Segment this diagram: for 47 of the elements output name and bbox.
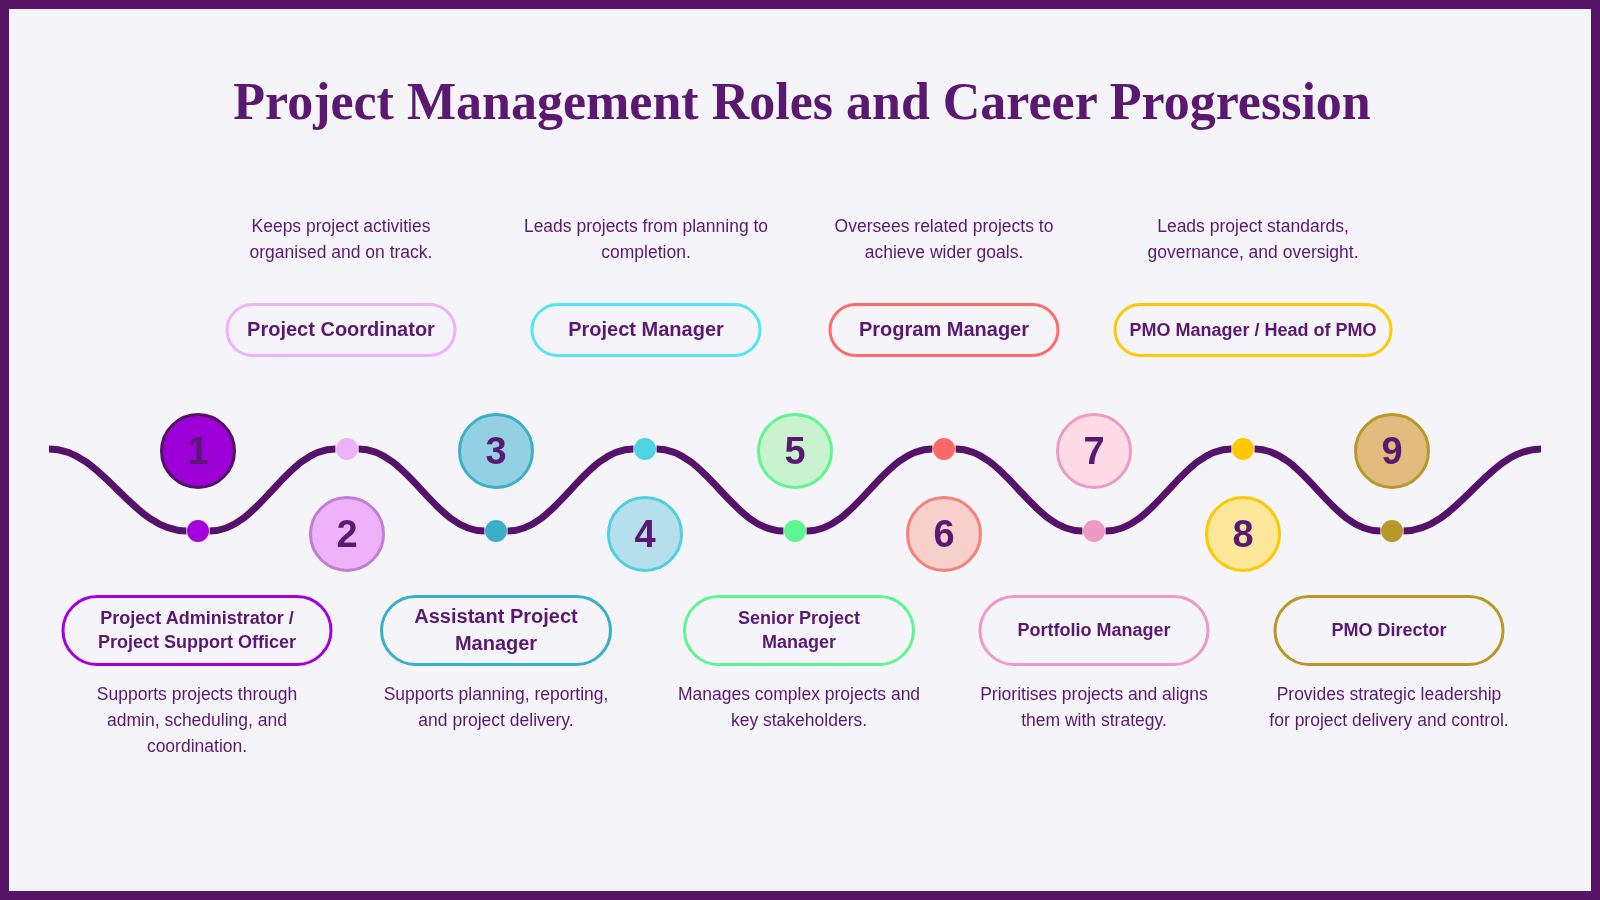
role-description: Leads projects from planning to completion. xyxy=(522,215,770,264)
role-pill: PMO Director xyxy=(1273,594,1505,666)
role-description: Supports projects through admin, scheduling, and coordination. xyxy=(95,682,299,758)
step-number: 2 xyxy=(309,496,385,572)
wave-line xyxy=(507,445,634,535)
role-description: Provides strategic leadership for project delivery and control. xyxy=(1268,682,1510,732)
timeline-dot-icon xyxy=(1381,520,1403,542)
step-number: 8 xyxy=(1205,496,1281,572)
role-pill: Project Manager xyxy=(530,303,762,357)
wave-line xyxy=(806,445,933,535)
timeline-dot-icon xyxy=(634,438,656,460)
role-description: Keeps project activities organised and on track. xyxy=(248,215,434,264)
wave-line xyxy=(1105,445,1232,535)
role-pill: Program Manager xyxy=(828,303,1060,357)
wave-line xyxy=(656,445,784,535)
role-pill: Portfolio Manager xyxy=(978,594,1210,666)
role-pill: Assistant Project Manager xyxy=(380,594,612,666)
role-pill: Senior Project Manager xyxy=(683,594,915,666)
role-description: Prioritises projects and aligns them with strategy. xyxy=(979,682,1209,732)
timeline-dot-icon xyxy=(187,520,209,542)
wave-line xyxy=(955,445,1083,535)
role-description: Leads project standards, governance, and oversight. xyxy=(1146,215,1360,264)
role-pill: Project Coordinator xyxy=(225,303,457,357)
step-number: 1 xyxy=(160,413,236,489)
timeline-dot-icon xyxy=(485,520,507,542)
step-number: 5 xyxy=(757,413,833,489)
step-number: 3 xyxy=(458,413,534,489)
step-number: 9 xyxy=(1354,413,1430,489)
role-description: Supports planning, reporting, and project delivery. xyxy=(382,682,610,732)
timeline-dot-icon xyxy=(933,438,955,460)
step-number: 6 xyxy=(906,496,982,572)
role-pill: Project Administrator / Project Support Officer xyxy=(61,594,333,666)
wave-line xyxy=(48,445,187,535)
step-number: 4 xyxy=(607,496,683,572)
wave-line xyxy=(209,445,336,535)
timeline-dot-icon xyxy=(784,520,806,542)
role-pill: PMO Manager / Head of PMO xyxy=(1113,303,1393,357)
wave-line xyxy=(358,445,485,535)
timeline-dot-icon xyxy=(1083,520,1105,542)
timeline-dot-icon xyxy=(336,438,358,460)
role-description: Oversees related projects to achieve wider goals. xyxy=(833,215,1055,264)
wave-line xyxy=(1403,445,1542,535)
page-title: Project Management Roles and Career Progression xyxy=(233,72,1371,132)
wave-line xyxy=(1254,445,1381,535)
timeline-dot-icon xyxy=(1232,438,1254,460)
step-number: 7 xyxy=(1056,413,1132,489)
role-description: Manages complex projects and key stakeholders. xyxy=(676,682,922,732)
